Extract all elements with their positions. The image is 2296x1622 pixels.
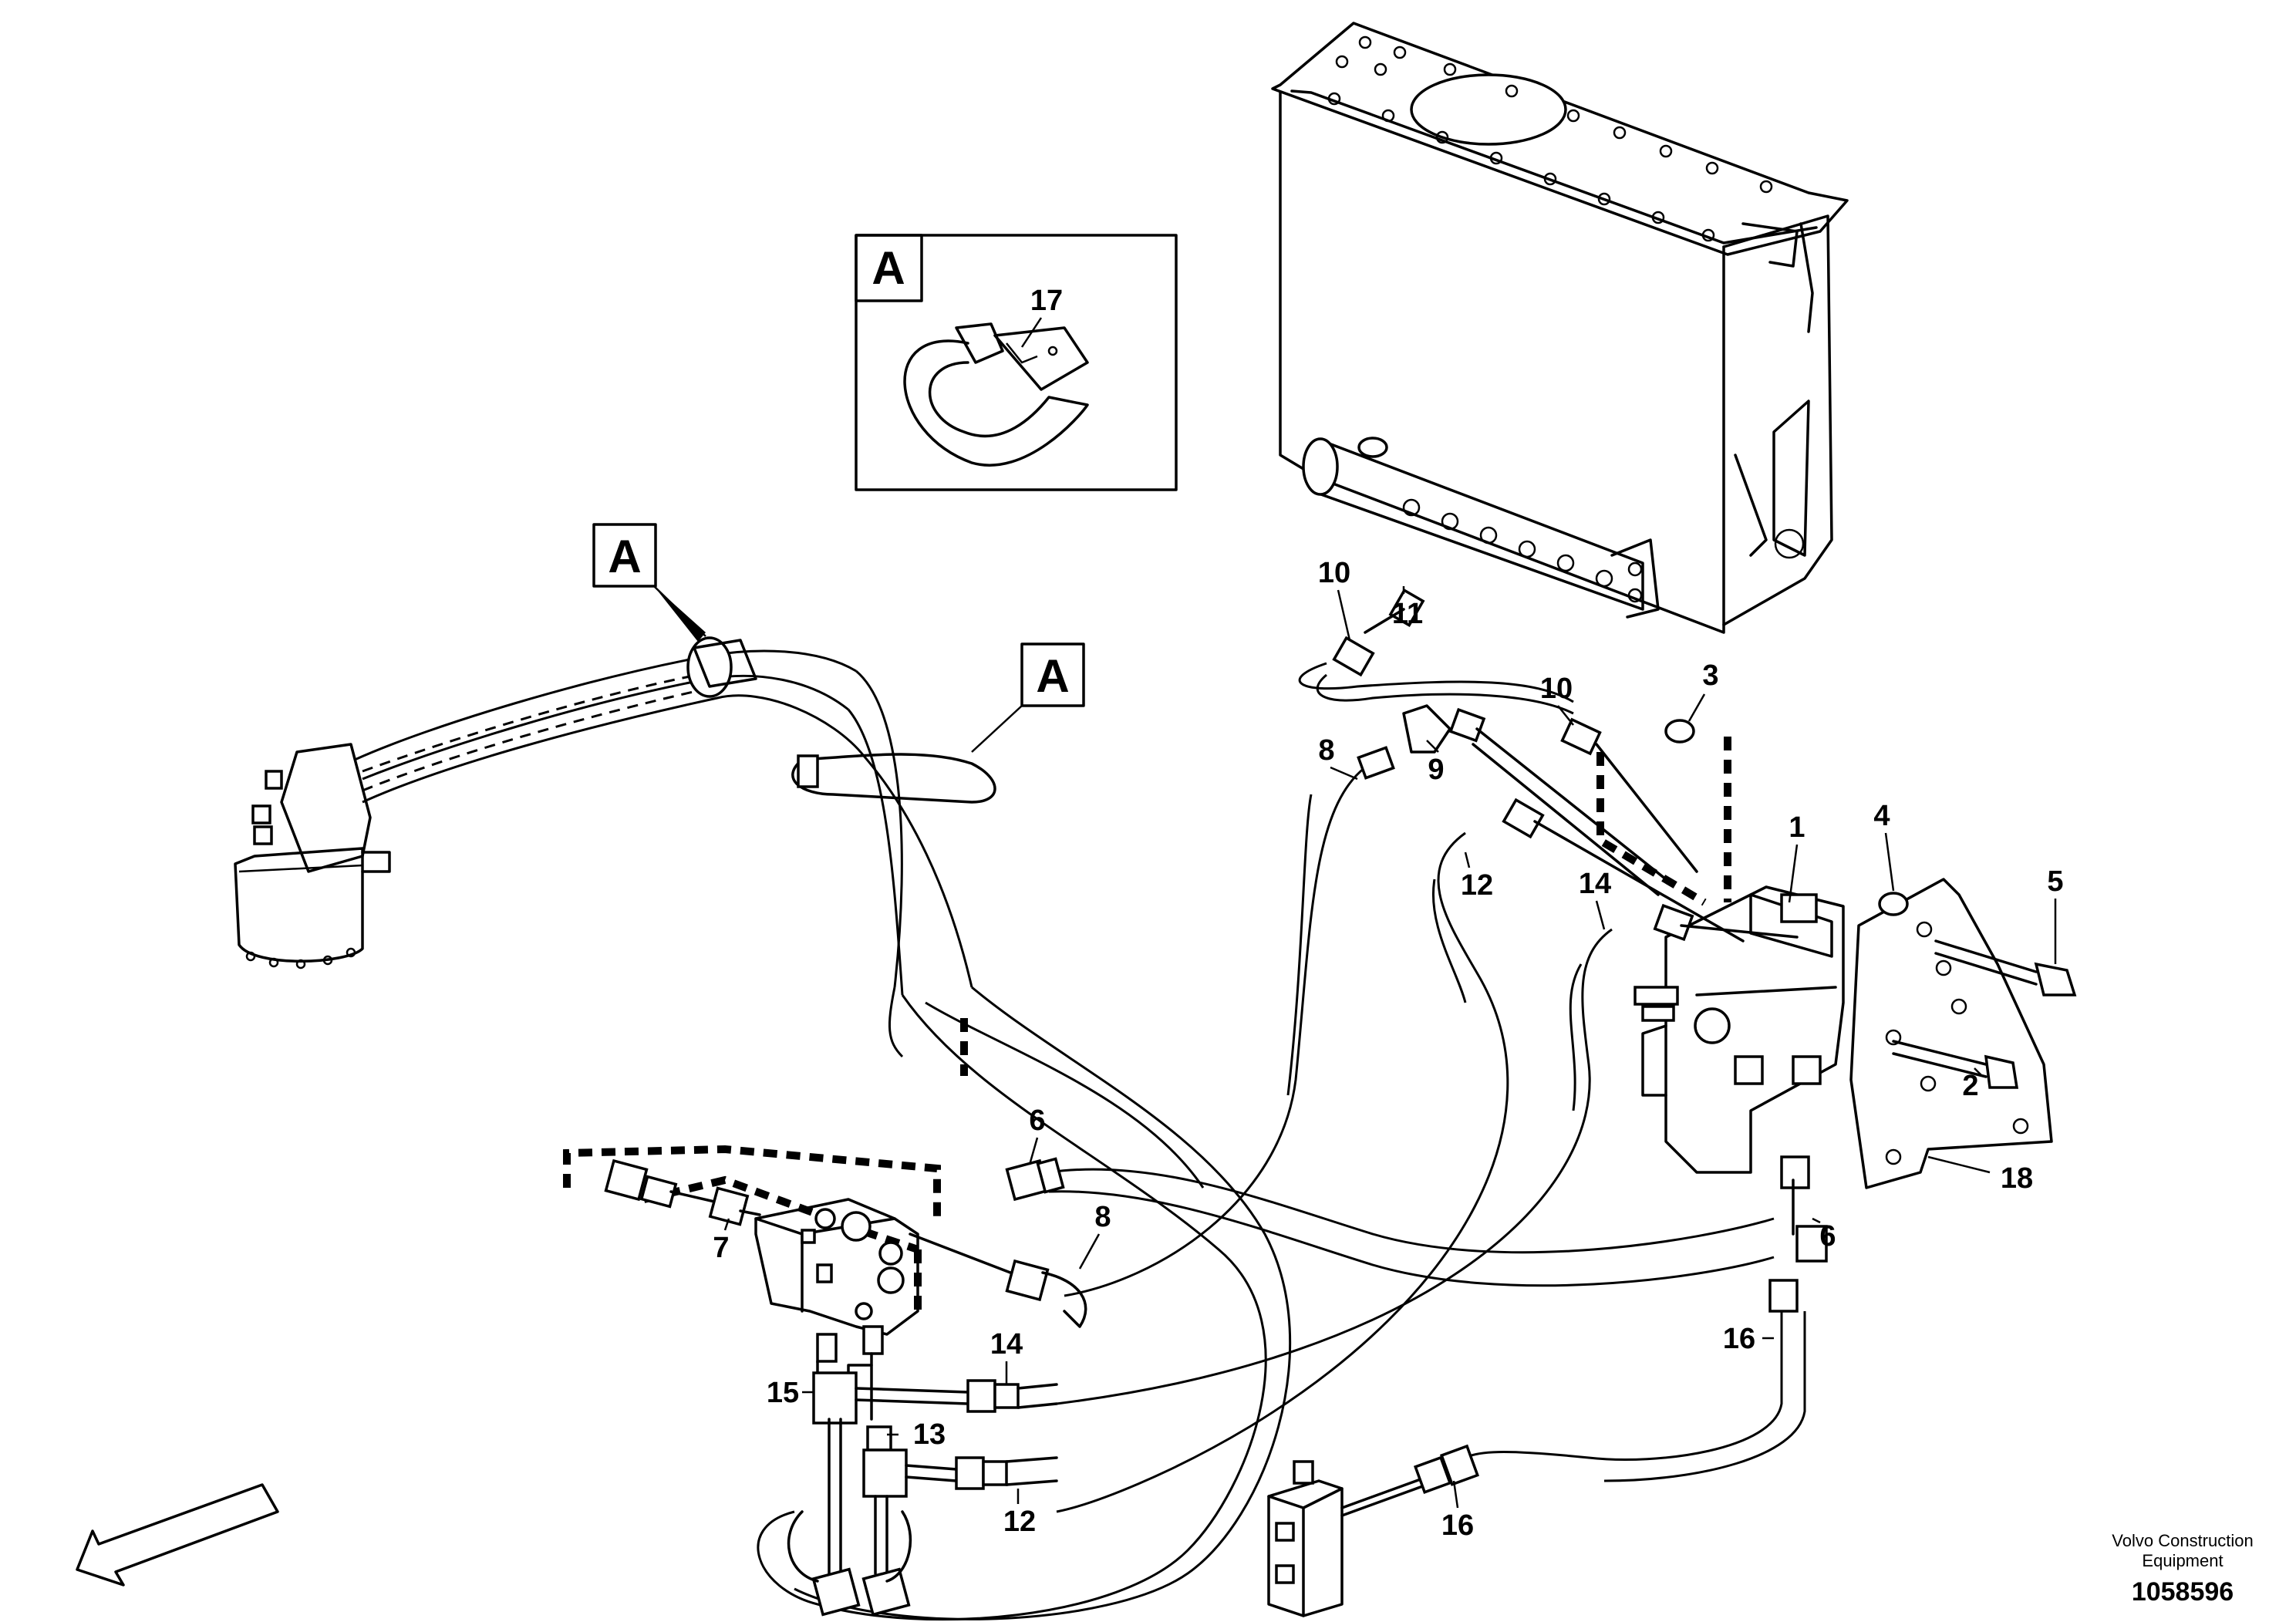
- callout-3: 3: [1702, 659, 1718, 692]
- cable-tie-clamp: [903, 322, 1089, 467]
- cable-harness: [354, 636, 996, 996]
- callout-6: 6: [1029, 1104, 1045, 1137]
- callouts: 1 2 3 4 5 6 6 7 8 8 9 10 10 11 12 12 13 …: [713, 557, 2063, 1542]
- callout-16: 16: [1723, 1323, 1755, 1355]
- publisher-line-2: Equipment: [2142, 1551, 2224, 1570]
- callout-16: 16: [1441, 1509, 1474, 1542]
- callout-14: 14: [990, 1328, 1023, 1361]
- callout-12: 12: [1003, 1506, 1036, 1538]
- svg-text:A: A: [1036, 650, 1069, 702]
- publisher-line-1: Volvo Construction: [2112, 1531, 2254, 1550]
- valve-fittings: [604, 1157, 1087, 1617]
- detail-box-label: A: [872, 242, 905, 294]
- callout-1: 1: [1789, 811, 1805, 844]
- section-marker-a-right: A: [971, 642, 1085, 753]
- main-valve-block: [1633, 885, 1845, 1189]
- callout-2: 2: [1962, 1070, 1978, 1102]
- publisher-name: Volvo Construction Equipment: [2082, 1531, 2283, 1571]
- callout-14: 14: [1579, 868, 1611, 900]
- long-hoses: [757, 662, 1806, 1621]
- callout-17: 17: [1030, 285, 1063, 317]
- callout-11: 11: [1392, 598, 1423, 630]
- callout-13: 13: [913, 1418, 946, 1451]
- callout-9: 9: [1428, 754, 1444, 786]
- hydraulic-tank: [1271, 22, 1849, 634]
- callout-8: 8: [1318, 734, 1334, 767]
- priority-valve: [754, 1198, 919, 1336]
- callout-10: 10: [1318, 557, 1350, 589]
- callout-12: 12: [1461, 869, 1493, 902]
- callout-4: 4: [1873, 800, 1890, 832]
- section-marker-a-left: A: [592, 523, 706, 642]
- callout-6: 6: [1819, 1220, 1836, 1253]
- direction-arrow: [76, 1483, 279, 1587]
- detail-box-a: A 17: [855, 234, 1178, 491]
- figure-number: 1058596: [2131, 1577, 2234, 1607]
- sensor-block: [1267, 1444, 1479, 1617]
- steering-unit: [234, 743, 391, 969]
- callout-10: 10: [1540, 673, 1573, 705]
- callout-8: 8: [1094, 1201, 1111, 1233]
- callout-7: 7: [713, 1232, 729, 1264]
- callout-18: 18: [2001, 1162, 2033, 1195]
- pump-fittings: [1332, 588, 1828, 1313]
- svg-text:A: A: [608, 531, 641, 582]
- callout-15: 15: [767, 1377, 799, 1409]
- mounting-bracket: [1664, 719, 2077, 1189]
- callout-5: 5: [2047, 865, 2063, 898]
